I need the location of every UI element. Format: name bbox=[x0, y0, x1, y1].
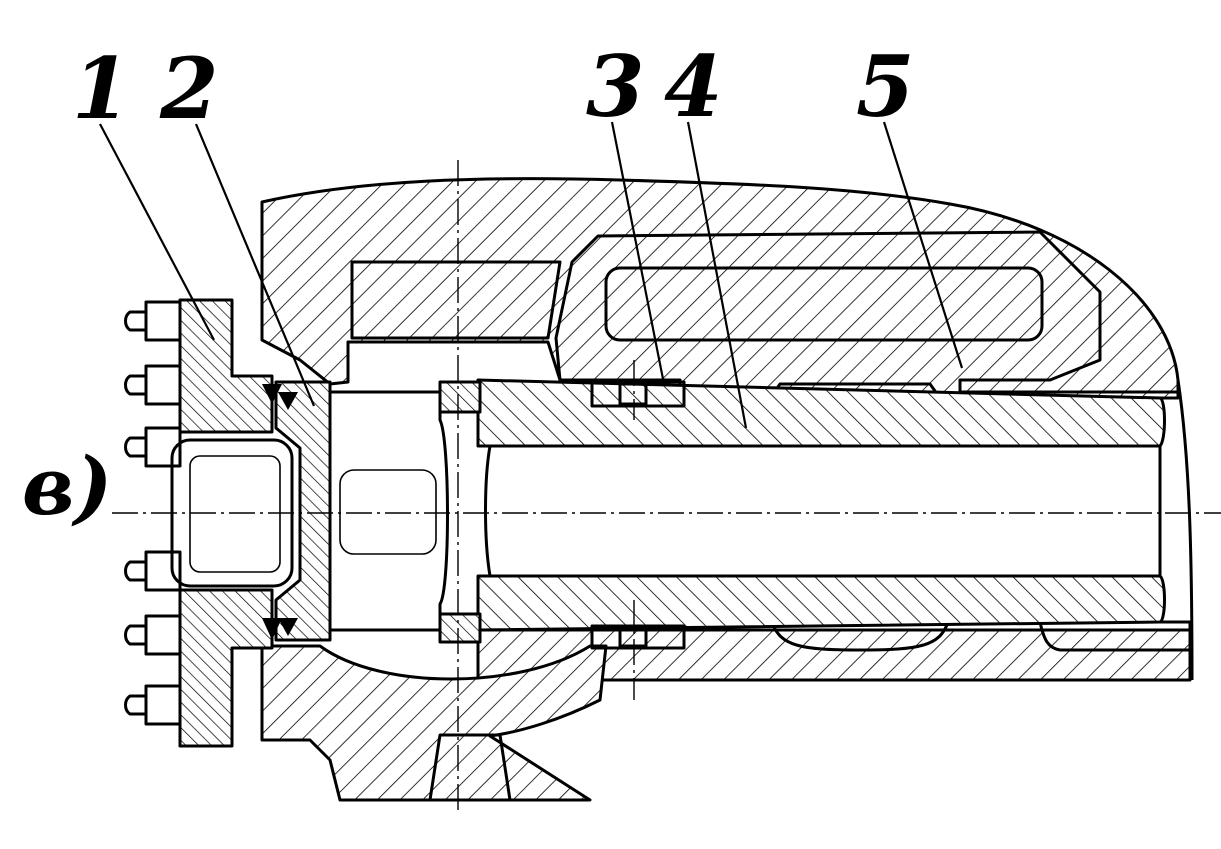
seal-pin-upper bbox=[618, 382, 648, 406]
housing bbox=[260, 177, 1194, 802]
housing-lower-groove2 bbox=[1038, 620, 1192, 652]
leader-2 bbox=[194, 123, 316, 407]
sleeve bbox=[476, 378, 1166, 632]
hub-inner-window bbox=[339, 469, 437, 555]
bolt bbox=[124, 426, 182, 468]
callout-4: 4 bbox=[664, 37, 722, 136]
bolt bbox=[124, 614, 182, 656]
callout-5: 5 bbox=[856, 37, 914, 136]
leader-4 bbox=[686, 121, 748, 429]
housing-lower-wall bbox=[476, 628, 1192, 682]
housing-recess bbox=[350, 260, 562, 340]
bolt bbox=[124, 550, 182, 592]
bolt bbox=[124, 364, 182, 406]
leader-3 bbox=[610, 121, 666, 385]
cover-flange bbox=[170, 298, 298, 748]
flange-lower bbox=[178, 588, 274, 748]
housing-lower-groove bbox=[770, 620, 950, 652]
callout-2: 2 bbox=[159, 39, 218, 138]
seal-pin-lower bbox=[618, 626, 648, 648]
seal-ring-lower bbox=[590, 624, 686, 650]
cover-inner-box2 bbox=[189, 455, 281, 573]
housing-pedestal-cut bbox=[428, 733, 512, 802]
bolt bbox=[124, 300, 182, 342]
subfigure-label: в) bbox=[22, 439, 112, 533]
bolts bbox=[124, 300, 182, 726]
housing-right-edge bbox=[1176, 379, 1194, 681]
housing-window bbox=[604, 266, 1044, 342]
seal-ring-upper bbox=[590, 380, 686, 408]
bolt bbox=[124, 684, 182, 726]
hub-ring-lower bbox=[438, 612, 482, 644]
weld-lower bbox=[262, 618, 298, 640]
callout-1: 1 bbox=[72, 39, 130, 138]
flange-upper bbox=[178, 298, 274, 434]
hub-ring-upper bbox=[438, 380, 482, 414]
hub-bore bbox=[328, 390, 449, 632]
weld-upper bbox=[262, 384, 298, 410]
hub-body bbox=[274, 380, 332, 642]
leader-5 bbox=[882, 121, 964, 369]
sleeve-wall-lower bbox=[476, 574, 1166, 632]
hub bbox=[274, 380, 482, 644]
sleeve-bore bbox=[484, 444, 1162, 578]
callout-3: 3 bbox=[586, 37, 644, 136]
leader-1 bbox=[99, 123, 215, 341]
